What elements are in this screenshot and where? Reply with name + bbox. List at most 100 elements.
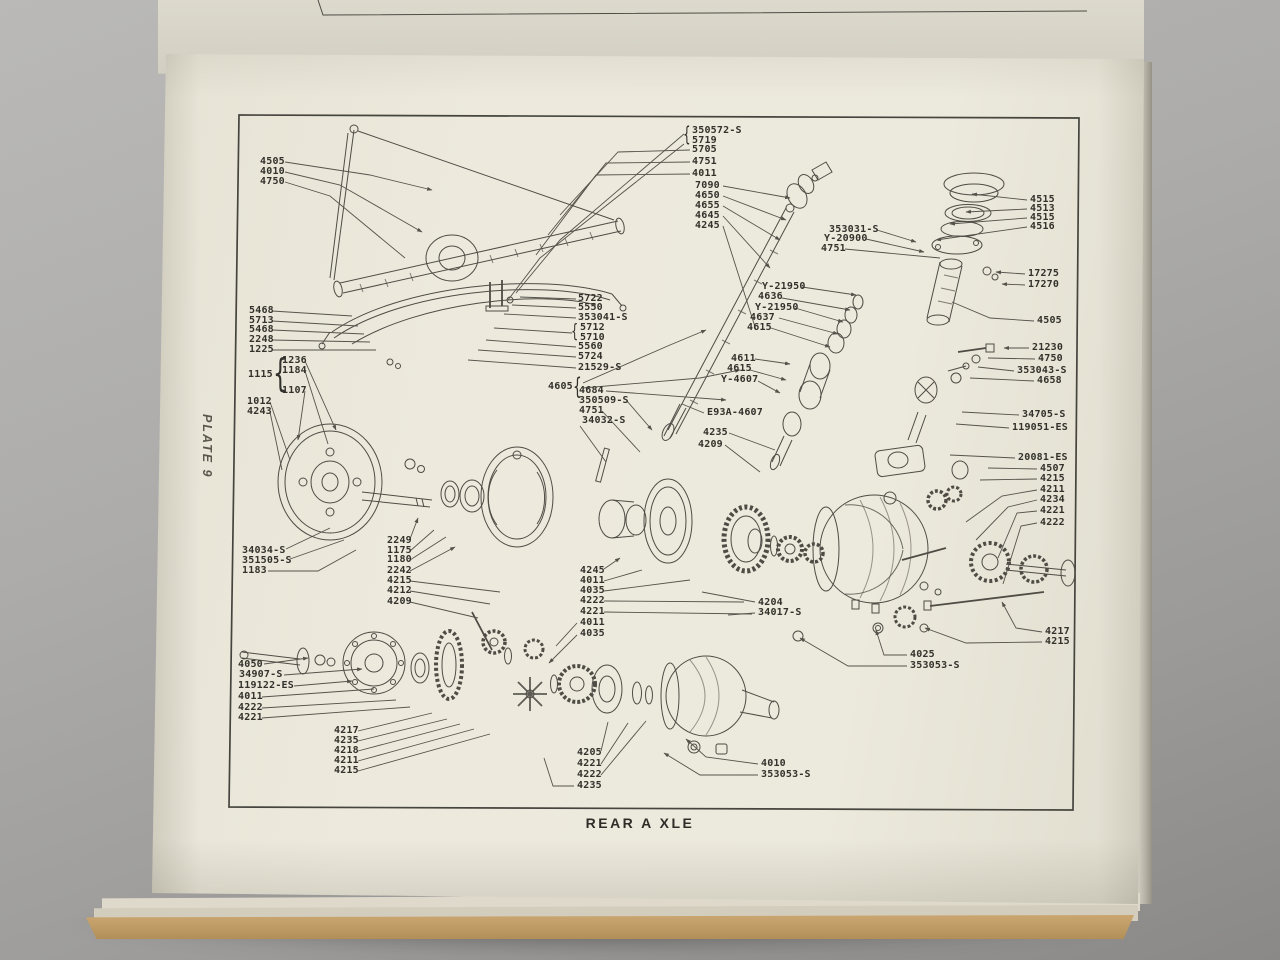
leader-line bbox=[961, 411, 1020, 416]
previous-page-frame-line bbox=[317, 0, 1088, 16]
leader-line bbox=[605, 390, 727, 402]
leader-line bbox=[293, 679, 353, 687]
leader-line bbox=[935, 226, 1028, 242]
leader-line bbox=[987, 357, 1036, 360]
plate-number-label: PLATE 9 bbox=[200, 414, 214, 479]
leader-line bbox=[269, 411, 283, 471]
leader-line bbox=[582, 369, 741, 389]
leader-line bbox=[801, 286, 857, 297]
leader-line bbox=[409, 601, 479, 619]
leader-line bbox=[949, 454, 1016, 459]
leader-line bbox=[485, 339, 577, 348]
leader-lines bbox=[261, 133, 1043, 787]
leader-line bbox=[493, 327, 573, 334]
leader-line bbox=[543, 757, 574, 787]
leader-line bbox=[261, 699, 397, 709]
leader-line bbox=[603, 600, 745, 603]
leader-line bbox=[727, 612, 756, 616]
leader-line bbox=[582, 329, 707, 384]
book-cover-edge bbox=[86, 915, 1134, 939]
leader-line bbox=[681, 403, 705, 414]
leader-line bbox=[600, 721, 609, 752]
leader-line bbox=[548, 634, 578, 664]
leader-line bbox=[559, 149, 691, 216]
leader-line bbox=[965, 208, 1028, 214]
leader-line bbox=[409, 580, 501, 593]
leader-line bbox=[997, 510, 1038, 559]
leader-line bbox=[754, 358, 791, 366]
leader-line bbox=[600, 720, 647, 776]
leader-line bbox=[799, 637, 907, 667]
driveshaft-drawing bbox=[661, 161, 833, 441]
leader-line bbox=[875, 629, 907, 656]
hub-drum-differential-row-drawing bbox=[277, 423, 1076, 634]
leader-line bbox=[296, 390, 306, 441]
leader-line bbox=[995, 270, 1026, 275]
leader-line bbox=[357, 728, 475, 762]
leader-line bbox=[781, 297, 851, 312]
leader-line bbox=[271, 329, 365, 335]
catalog-page bbox=[152, 54, 1144, 904]
leader-line bbox=[626, 400, 653, 431]
leader-line bbox=[547, 161, 691, 236]
leader-line bbox=[357, 723, 461, 752]
leader-line bbox=[844, 248, 941, 259]
diagram-caption: REAR A XLE bbox=[585, 815, 695, 831]
leader-line bbox=[770, 327, 831, 348]
leader-line bbox=[271, 339, 371, 343]
leader-line bbox=[865, 238, 925, 253]
leader-line bbox=[579, 425, 607, 463]
leader-line bbox=[304, 360, 337, 431]
pinion-flange-column-drawing bbox=[874, 172, 1005, 511]
leader-line bbox=[555, 622, 578, 647]
leader-line bbox=[284, 181, 406, 259]
leader-line bbox=[269, 401, 291, 461]
leader-line bbox=[987, 467, 1038, 470]
differential-gears-row-drawing bbox=[239, 611, 804, 755]
leader-line bbox=[722, 205, 781, 241]
leader-line bbox=[601, 410, 641, 453]
leader-line bbox=[357, 712, 433, 732]
leader-line bbox=[261, 688, 375, 698]
leader-line bbox=[271, 310, 353, 317]
leader-line bbox=[409, 590, 491, 605]
leader-line bbox=[1001, 282, 1026, 287]
leader-line bbox=[268, 549, 357, 572]
leader-line bbox=[507, 143, 685, 301]
leader-line bbox=[969, 377, 1035, 382]
leader-line bbox=[519, 296, 577, 300]
leader-line bbox=[600, 722, 629, 765]
leader-line bbox=[503, 313, 577, 319]
leader-line bbox=[876, 229, 917, 243]
leader-line bbox=[283, 667, 363, 676]
leader-line bbox=[284, 161, 433, 191]
leader-line bbox=[794, 307, 844, 323]
leader-line bbox=[749, 369, 787, 381]
leader-line bbox=[261, 706, 411, 719]
leader-line bbox=[1002, 522, 1038, 585]
diagram-frame bbox=[228, 114, 1080, 811]
leader-line bbox=[951, 301, 1035, 322]
leader-line bbox=[722, 225, 757, 331]
leader-line bbox=[357, 718, 448, 742]
leader-line bbox=[603, 557, 621, 570]
leader-line bbox=[663, 752, 758, 776]
leader-line bbox=[409, 517, 419, 540]
leader-line bbox=[949, 217, 1028, 226]
leader-line bbox=[284, 171, 423, 233]
axle-housing-drawing bbox=[318, 124, 627, 369]
leader-line bbox=[757, 380, 781, 394]
leader-line bbox=[685, 738, 759, 765]
leader-line bbox=[271, 320, 359, 327]
leader-line bbox=[1001, 601, 1043, 633]
leader-line bbox=[971, 192, 1028, 201]
leader-line bbox=[409, 546, 456, 572]
leader-line bbox=[701, 591, 756, 603]
leader-line bbox=[304, 370, 329, 445]
leader-line bbox=[409, 529, 435, 552]
leader-line bbox=[722, 195, 787, 221]
pinion-shaft-parts-drawing bbox=[769, 294, 864, 471]
leader-line bbox=[535, 173, 691, 256]
